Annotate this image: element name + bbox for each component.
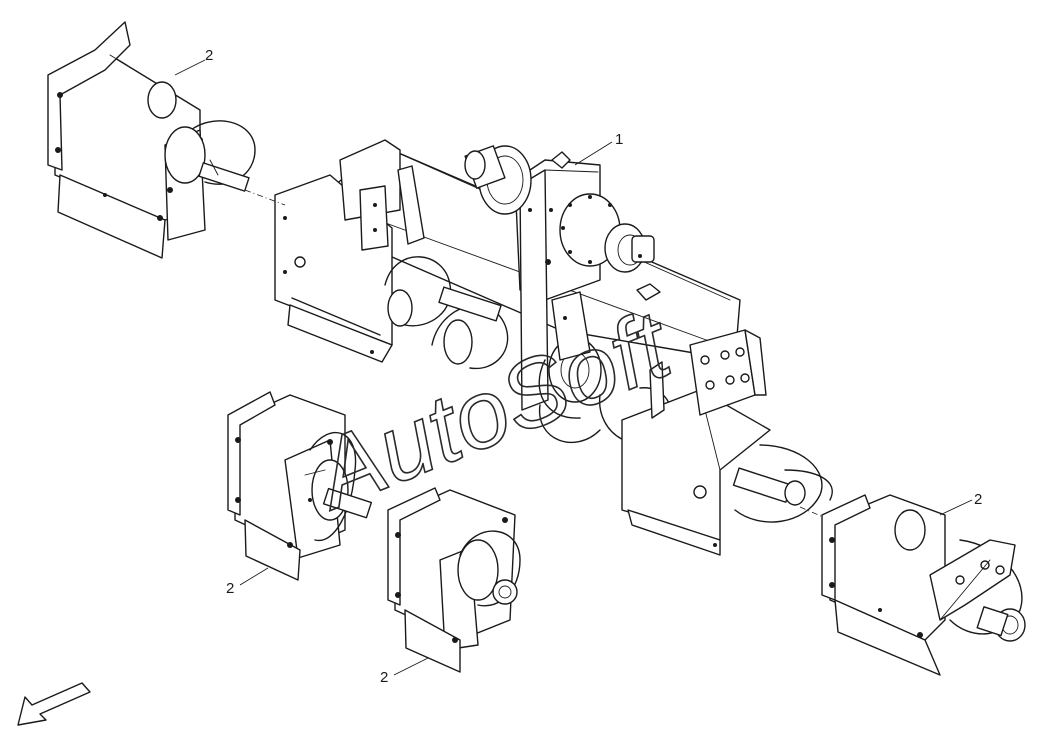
callout-label: 1	[615, 131, 623, 148]
direction-arrow-icon	[17, 682, 91, 726]
auger-module-bottom-center	[387, 487, 521, 673]
main-assembly	[274, 139, 833, 556]
callout-label: 2	[205, 47, 213, 64]
auger-module-middle-left	[227, 391, 373, 581]
auger-module-right	[821, 494, 1026, 676]
auger-module-top-left	[47, 21, 256, 259]
callout-auger-module-right: 2	[939, 491, 982, 516]
callout-label: 2	[974, 491, 982, 508]
callout-auger-module-top-left: 2	[174, 47, 213, 76]
callout-auger-module-bottom-center: 2	[380, 657, 429, 686]
callout-label: 2	[226, 580, 234, 597]
callout-main-assembly: 1	[574, 131, 623, 166]
axis-line-left	[244, 189, 286, 206]
callout-auger-module-middle-left: 2	[226, 567, 269, 597]
callout-label: 2	[380, 669, 388, 686]
